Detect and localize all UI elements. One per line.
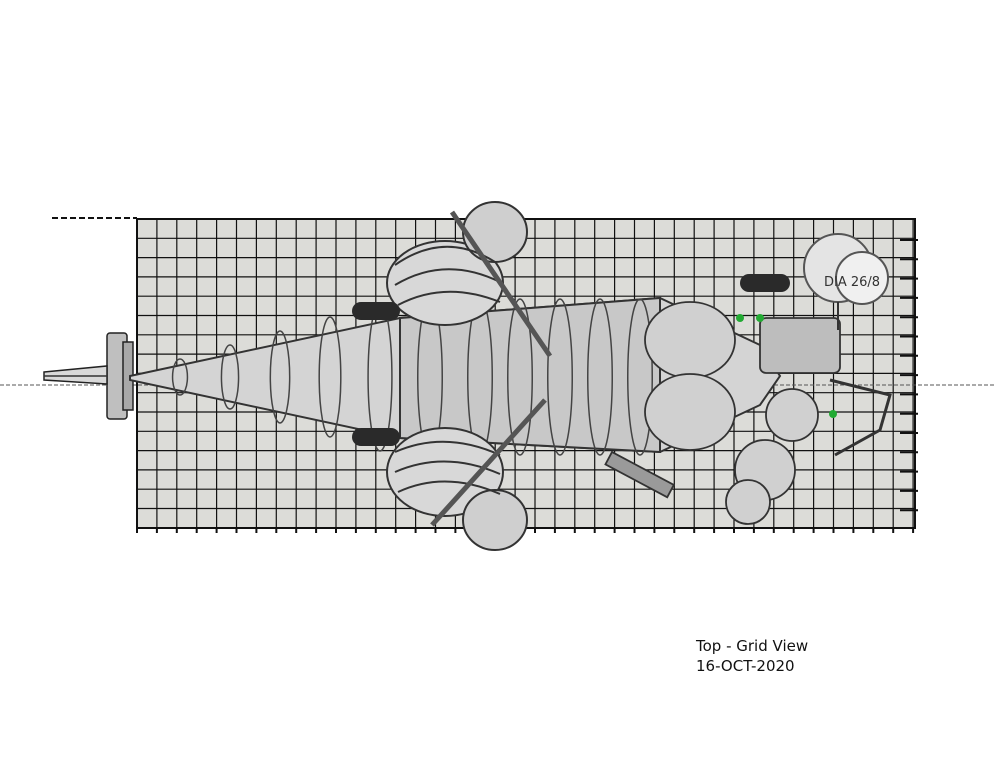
hull-rib bbox=[269, 330, 291, 424]
caption-block: Top - Grid View 16-OCT-2020 bbox=[696, 636, 808, 676]
callout-label: DIA 26/8 bbox=[824, 275, 880, 290]
hull-rib bbox=[220, 344, 240, 410]
view-title: Top - Grid View bbox=[696, 637, 809, 655]
hull bbox=[129, 296, 782, 454]
pod-lower bbox=[386, 398, 547, 551]
aft-machinery bbox=[604, 301, 892, 525]
right-ticks bbox=[900, 239, 918, 512]
hull-rib bbox=[318, 316, 342, 438]
hull-rib bbox=[587, 298, 613, 456]
hull-rib bbox=[507, 298, 533, 456]
green-markers bbox=[736, 314, 837, 418]
grid-ticks bbox=[136, 528, 915, 533]
wheels bbox=[352, 274, 790, 446]
hull-rib bbox=[171, 358, 189, 396]
bow-assembly bbox=[43, 332, 134, 420]
hull-rib bbox=[547, 298, 573, 456]
pod-upper bbox=[386, 201, 553, 358]
callout-disc bbox=[803, 233, 889, 330]
hull-rib bbox=[627, 298, 653, 456]
view-date: 16-OCT-2020 bbox=[696, 657, 795, 675]
